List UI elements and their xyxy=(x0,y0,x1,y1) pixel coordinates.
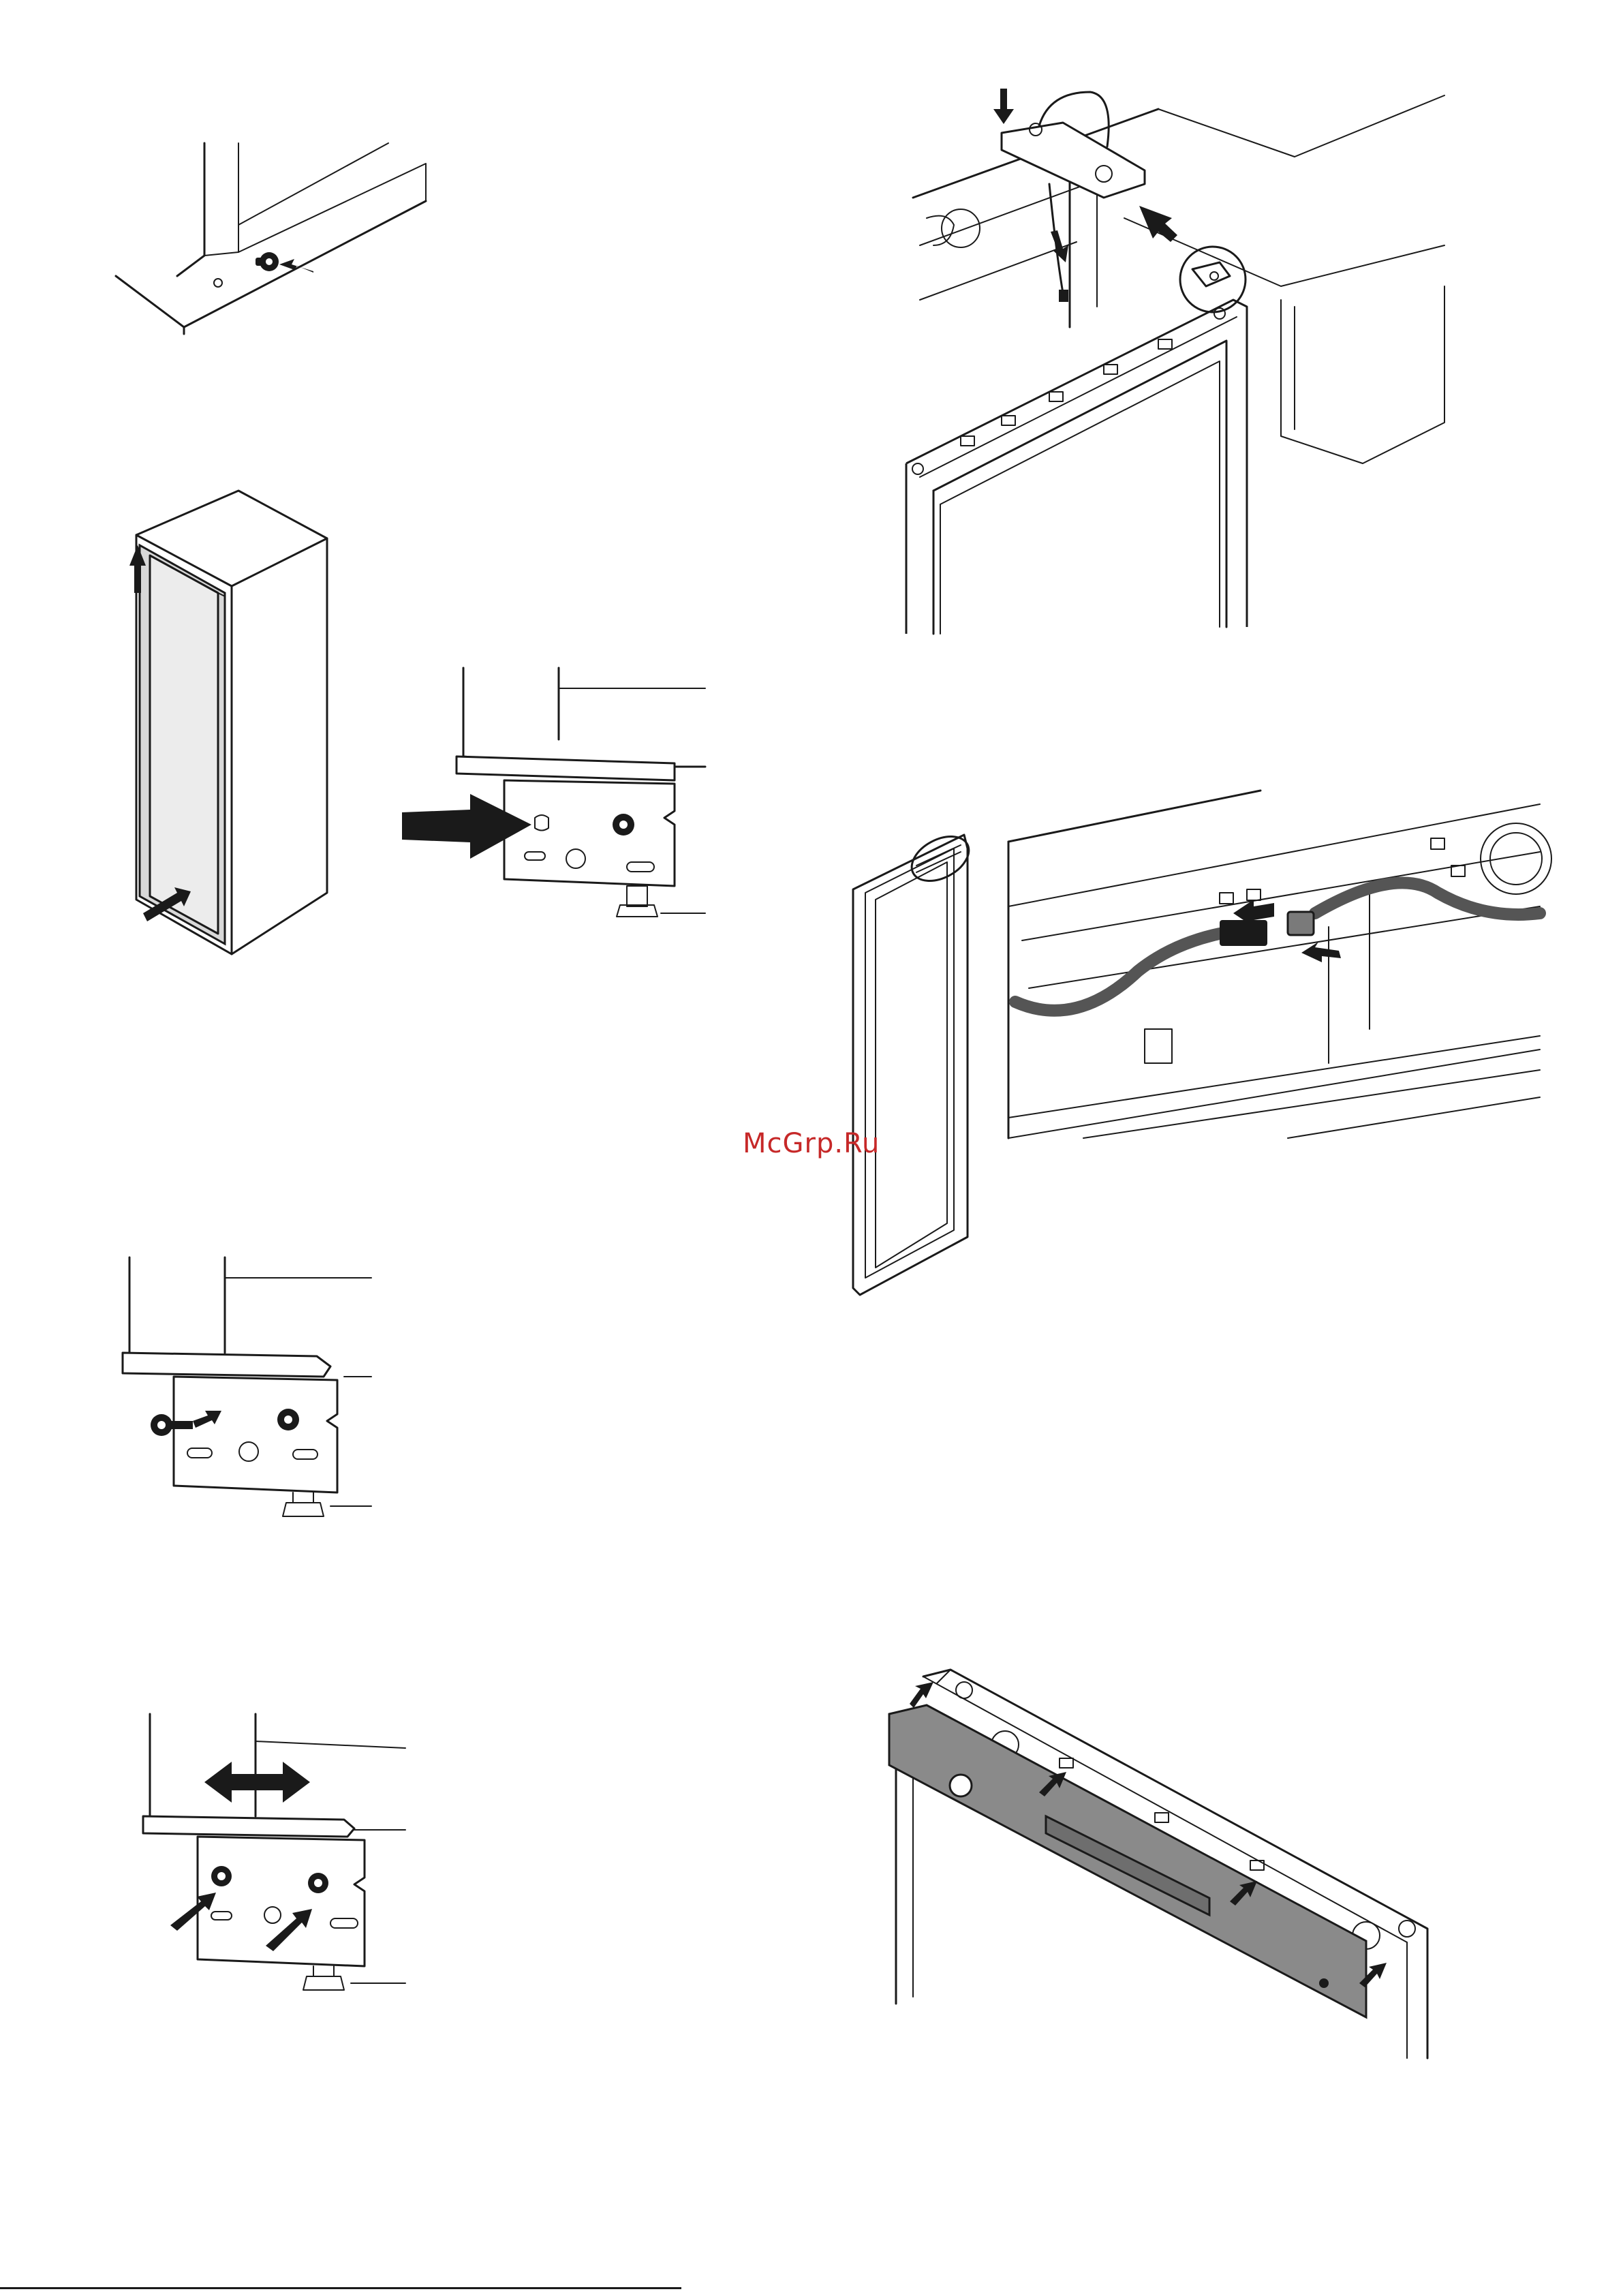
watermark-text: McGrp.Ru xyxy=(743,1128,880,1159)
arrow-diagonal-icon xyxy=(1139,206,1177,242)
connector-plug-right xyxy=(1288,912,1314,935)
arrow-right-icon xyxy=(1301,942,1341,962)
screw-right-icon xyxy=(277,1409,299,1430)
arrow-down-icon xyxy=(993,89,1014,124)
top-hinge-cable-illustration xyxy=(899,82,1458,634)
hinge-adjust-illustration xyxy=(140,1714,412,2007)
cabinet-side-screw-illustration xyxy=(116,136,429,341)
screw-icon xyxy=(613,814,634,836)
arrow-icon-1 xyxy=(910,1682,933,1708)
door-connector-illustration xyxy=(852,825,1547,1302)
top-cover-panel-illustration xyxy=(882,1663,1444,2065)
connector-plug-left xyxy=(1220,920,1267,946)
double-arrow-icon xyxy=(204,1762,310,1803)
arrow-icon xyxy=(279,259,313,273)
hinge-screws-illustration xyxy=(119,1257,378,1544)
cabinet-door-lift-illustration xyxy=(123,491,341,954)
cable-right xyxy=(1315,883,1540,915)
cable-left xyxy=(1015,934,1220,1011)
footer-rule xyxy=(0,2287,681,2289)
screw-icon xyxy=(256,252,279,271)
screw-left-icon xyxy=(211,1866,232,1886)
hinge-bracket-push-illustration xyxy=(395,654,709,940)
screw-right-icon xyxy=(308,1873,328,1893)
